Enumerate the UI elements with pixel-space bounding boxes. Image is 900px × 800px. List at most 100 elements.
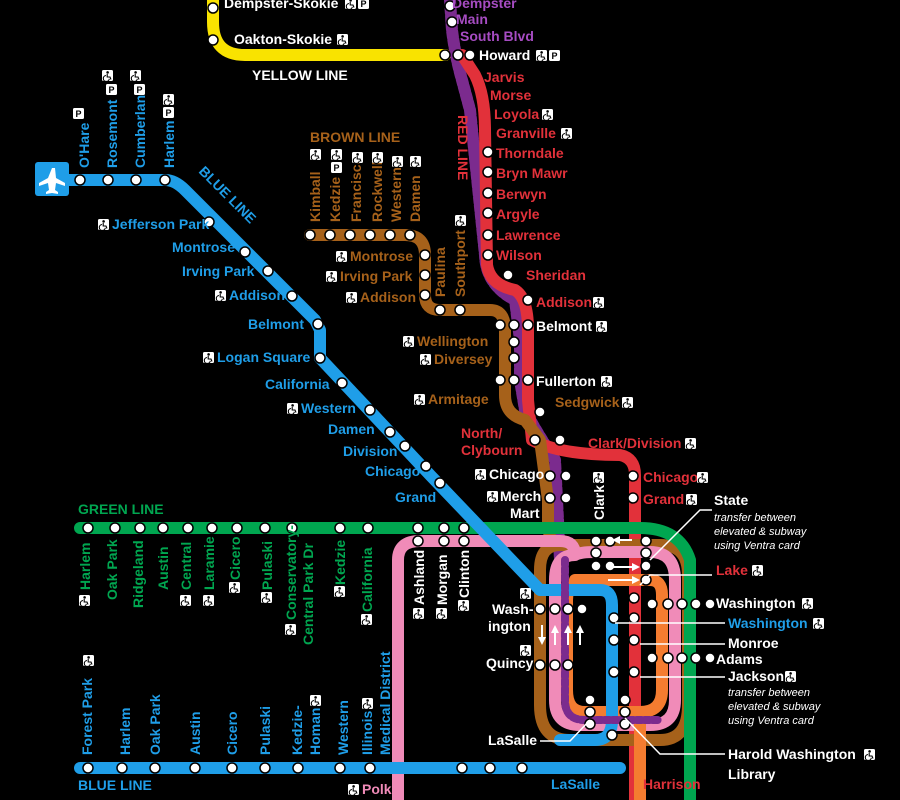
- station-dot[interactable]: [604, 535, 616, 547]
- station-ashland[interactable]: Ashland: [411, 550, 427, 605]
- station-dot[interactable]: [549, 603, 561, 615]
- station-dot[interactable]: [438, 535, 450, 547]
- station-illinois-medical-2[interactable]: Medical District: [377, 651, 393, 755]
- station-dot[interactable]: [109, 522, 121, 534]
- station-dot[interactable]: [662, 598, 674, 610]
- station-howard[interactable]: Howard: [479, 47, 530, 63]
- station-division[interactable]: Division: [343, 443, 397, 459]
- station-washington-wells-1[interactable]: Wash-: [492, 601, 534, 617]
- station-jefferson-park[interactable]: Jefferson Park: [112, 216, 209, 232]
- station-sheridan[interactable]: Sheridan: [526, 267, 586, 283]
- station-dot[interactable]: [286, 522, 298, 534]
- station-dot[interactable]: [640, 547, 652, 559]
- station-thorndale[interactable]: Thorndale: [496, 145, 564, 161]
- station-dot[interactable]: [628, 592, 640, 604]
- station-francisco[interactable]: Francisco: [348, 156, 364, 222]
- station-dot[interactable]: [286, 290, 298, 302]
- station-clark-division[interactable]: Clark/Division: [588, 435, 681, 451]
- station-rosemont[interactable]: Rosemont: [104, 99, 120, 168]
- station-lawrence[interactable]: Lawrence: [496, 227, 561, 243]
- station-dot[interactable]: [239, 246, 251, 258]
- station-dot[interactable]: [619, 718, 631, 730]
- station-dot[interactable]: [364, 762, 376, 774]
- station-dot[interactable]: [522, 294, 534, 306]
- station-dot[interactable]: [562, 659, 574, 671]
- station-oak-park-blue[interactable]: Oak Park: [147, 694, 163, 755]
- station-dot[interactable]: [231, 522, 243, 534]
- station-lake[interactable]: Lake: [716, 562, 748, 578]
- station-dot[interactable]: [420, 460, 432, 472]
- station-chicago-brown[interactable]: Chicago: [489, 466, 544, 482]
- station-washington-blue[interactable]: Washington: [728, 615, 808, 631]
- station-jackson[interactable]: Jackson: [728, 668, 784, 684]
- station-polk[interactable]: Polk: [362, 781, 392, 797]
- station-oak-park-green[interactable]: Oak Park: [104, 539, 120, 600]
- station-dot[interactable]: [508, 319, 520, 331]
- station-dot[interactable]: [502, 269, 514, 281]
- station-dot[interactable]: [534, 406, 546, 418]
- station-clark-lake[interactable]: Clark: [591, 485, 607, 520]
- station-dot[interactable]: [482, 207, 494, 219]
- station-addison-blue[interactable]: Addison: [229, 287, 285, 303]
- station-dot[interactable]: [419, 289, 431, 301]
- station-dot[interactable]: [259, 762, 271, 774]
- station-dot[interactable]: [640, 560, 652, 572]
- station-wilson[interactable]: Wilson: [496, 247, 542, 263]
- station-north-clybourn-2[interactable]: Clybourn: [461, 442, 522, 458]
- station-diversey[interactable]: Diversey: [434, 351, 493, 367]
- station-dot[interactable]: [364, 404, 376, 416]
- station-dot[interactable]: [362, 522, 374, 534]
- station-bryn-mawr[interactable]: Bryn Mawr: [496, 165, 568, 181]
- station-dot[interactable]: [404, 229, 416, 241]
- station-dot[interactable]: [259, 522, 271, 534]
- station-lasalle-blue[interactable]: LaSalle: [551, 776, 600, 792]
- station-dot[interactable]: [508, 336, 520, 348]
- station-dempster-skokie[interactable]: Dempster-Skokie: [224, 0, 339, 11]
- station-dot[interactable]: [628, 634, 640, 646]
- station-harlem-blue-top[interactable]: Harlem: [161, 121, 177, 168]
- station-dot[interactable]: [554, 434, 566, 446]
- station-morgan[interactable]: Morgan: [434, 554, 450, 605]
- station-dot[interactable]: [646, 598, 658, 610]
- station-dot[interactable]: [482, 166, 494, 178]
- station-dot[interactable]: [458, 522, 470, 534]
- station-dempster[interactable]: Dempster: [452, 0, 517, 11]
- station-dot[interactable]: [529, 434, 541, 446]
- station-kimball[interactable]: Kimball: [307, 171, 323, 222]
- station-dot[interactable]: [676, 652, 688, 664]
- station-cicero-blue[interactable]: Cicero: [224, 711, 240, 755]
- station-dot[interactable]: [134, 522, 146, 534]
- station-belmont-shared[interactable]: Belmont: [536, 318, 592, 334]
- station-sedgwick[interactable]: Sedgwick: [555, 394, 620, 410]
- station-dot[interactable]: [522, 319, 534, 331]
- station-kedzie-green[interactable]: Kedzie: [332, 540, 348, 585]
- station-western-blue-bottom[interactable]: Western: [335, 700, 351, 755]
- station-clinton[interactable]: Clinton: [456, 550, 472, 598]
- station-dot[interactable]: [576, 603, 588, 615]
- station-harold-washington-1[interactable]: Harold Washington: [728, 746, 856, 762]
- station-fullerton[interactable]: Fullerton: [536, 373, 596, 389]
- station-dot[interactable]: [544, 492, 556, 504]
- station-dot[interactable]: [384, 426, 396, 438]
- station-dot[interactable]: [157, 522, 169, 534]
- station-dot[interactable]: [438, 522, 450, 534]
- station-dot[interactable]: [584, 718, 596, 730]
- station-dot[interactable]: [116, 762, 128, 774]
- station-dot[interactable]: [560, 492, 572, 504]
- station-loyola[interactable]: Loyola: [494, 106, 539, 122]
- station-dot[interactable]: [628, 666, 640, 678]
- station-dot[interactable]: [334, 762, 346, 774]
- station-grand-blue[interactable]: Grand: [395, 489, 436, 505]
- station-dot[interactable]: [159, 174, 171, 186]
- station-dot[interactable]: [412, 522, 424, 534]
- station-lasalle-loop[interactable]: LaSalle: [488, 732, 537, 748]
- station-main[interactable]: Main: [456, 11, 488, 27]
- station-addison-brown[interactable]: Addison: [360, 289, 416, 305]
- station-laramie[interactable]: Laramie: [201, 536, 217, 590]
- station-merch-mart-1[interactable]: Merch: [500, 488, 541, 504]
- station-dot[interactable]: [482, 229, 494, 241]
- station-dot[interactable]: [627, 470, 639, 482]
- station-irving-park-brown[interactable]: Irving Park: [340, 268, 413, 284]
- station-dot[interactable]: [590, 535, 602, 547]
- station-dot[interactable]: [454, 304, 466, 316]
